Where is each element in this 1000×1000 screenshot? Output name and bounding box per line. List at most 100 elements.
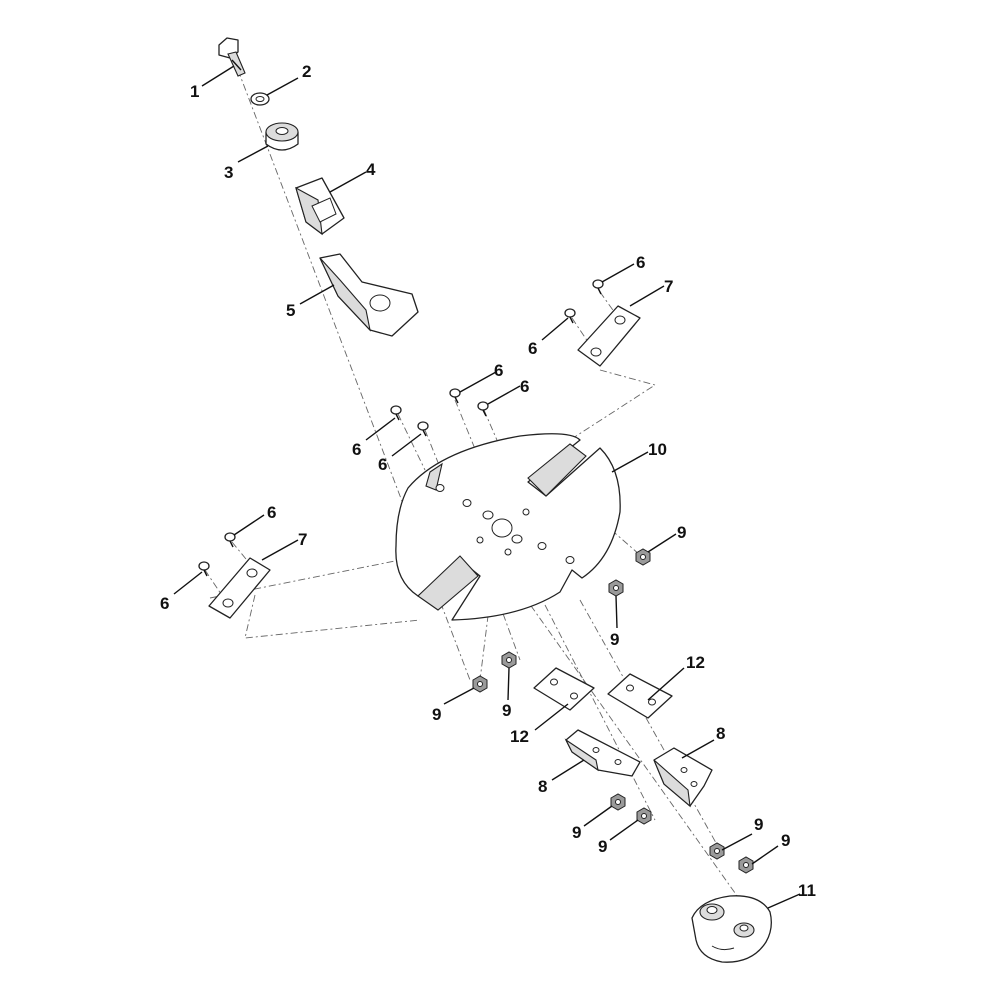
leader-2	[266, 77, 299, 96]
callout-10: 10	[648, 440, 667, 459]
callout-12: 12	[686, 653, 705, 672]
leader-6c	[459, 371, 497, 393]
leader-7a	[629, 285, 665, 307]
mounting-bracket-icon	[653, 747, 713, 808]
leader-lines	[173, 65, 801, 909]
callout-9: 9	[677, 523, 686, 542]
screw-line-5	[599, 291, 621, 321]
callout-5: 5	[286, 301, 295, 320]
callout-7: 7	[664, 277, 673, 296]
callout-6: 6	[267, 503, 276, 522]
callout-4: 4	[366, 160, 376, 179]
callout-6: 6	[636, 253, 645, 272]
callout-9: 9	[572, 823, 581, 842]
callout-9: 9	[781, 831, 790, 850]
callout-3: 3	[224, 163, 233, 182]
callout-6: 6	[528, 339, 537, 358]
leader-12b	[647, 667, 685, 701]
screw-icon	[592, 279, 604, 295]
leader-4	[329, 171, 367, 193]
left-plate-line	[244, 594, 421, 639]
washer-icon	[250, 92, 270, 106]
bracket-block-icon	[295, 177, 345, 236]
callout-6: 6	[352, 440, 361, 459]
nut-icon	[738, 856, 754, 874]
callout-labels: 1 2 3 4 5 6 6 7 6 6 6 6 6 10 6 7 6 9 9 9…	[160, 62, 816, 900]
nut-icon	[472, 675, 488, 693]
screw-icon	[417, 421, 429, 437]
bolt-icon	[218, 37, 246, 77]
leader-12a	[534, 703, 569, 731]
nut-icon	[709, 842, 725, 860]
leader-7b	[261, 539, 299, 561]
callout-9: 9	[432, 705, 441, 724]
leader-6d	[487, 385, 521, 405]
leader-6e	[365, 417, 396, 441]
leader-8a	[551, 759, 585, 781]
axis-line-d	[579, 599, 721, 851]
leader-6g	[233, 514, 265, 536]
nut-icon	[501, 651, 517, 669]
nut-icon	[610, 793, 626, 811]
callout-9: 9	[598, 837, 607, 856]
screw-line-1	[454, 399, 501, 511]
leader-9d	[507, 667, 510, 701]
blade-plate-icon	[208, 557, 271, 619]
blade-plate-icon	[577, 305, 641, 367]
leader-9b	[615, 595, 618, 629]
leader-5	[299, 284, 335, 305]
callout-6: 6	[160, 594, 169, 613]
bushing-icon	[265, 122, 299, 151]
callout-8: 8	[716, 724, 725, 743]
screw-line-6	[571, 317, 591, 346]
axis-line-c	[544, 604, 656, 821]
nut-icon	[635, 548, 651, 566]
nut-line-1	[599, 519, 641, 556]
spacer-plate-icon	[533, 667, 595, 711]
callout-9: 9	[754, 815, 763, 834]
callout-6: 6	[378, 455, 387, 474]
axis-line-e	[479, 599, 491, 681]
leader-9e	[583, 805, 613, 827]
screw-icon	[564, 308, 576, 324]
leader-3	[237, 145, 269, 163]
leader-1	[201, 65, 235, 87]
callout-2: 2	[302, 62, 311, 81]
nut-icon	[608, 579, 624, 597]
leader-8b	[681, 739, 715, 759]
screw-icon	[390, 405, 402, 421]
callout-6: 6	[494, 361, 503, 380]
callout-6: 6	[520, 377, 529, 396]
callout-8: 8	[538, 777, 547, 796]
leader-6f	[391, 433, 422, 457]
leader-11	[767, 893, 801, 909]
disc-plate-icon	[395, 433, 621, 621]
nut-icon	[636, 807, 652, 825]
right-plate-line	[569, 369, 657, 441]
callout-9: 9	[610, 630, 619, 649]
angled-bracket-icon	[319, 253, 419, 337]
leader-9f	[609, 819, 639, 841]
callout-7: 7	[298, 530, 307, 549]
spacer-plate-icon	[607, 673, 673, 719]
leader-9h	[751, 845, 779, 865]
screw-icon	[449, 388, 461, 404]
callout-11: 11	[798, 881, 816, 900]
screw-icon	[477, 401, 489, 417]
mounting-bracket-icon	[564, 729, 641, 777]
leader-9a	[647, 533, 677, 553]
leader-6h	[173, 571, 203, 595]
screw-line-3	[424, 429, 446, 481]
callout-1: 1	[190, 82, 199, 101]
screw-icon	[224, 532, 236, 548]
callout-9: 9	[502, 701, 511, 720]
leader-6a	[601, 263, 635, 283]
leader-9g	[721, 833, 753, 851]
screw-icon	[198, 561, 210, 577]
callout-12: 12	[510, 727, 529, 746]
hub-housing-icon	[691, 895, 772, 963]
leader-6b	[541, 317, 569, 341]
leader-10	[611, 451, 649, 473]
